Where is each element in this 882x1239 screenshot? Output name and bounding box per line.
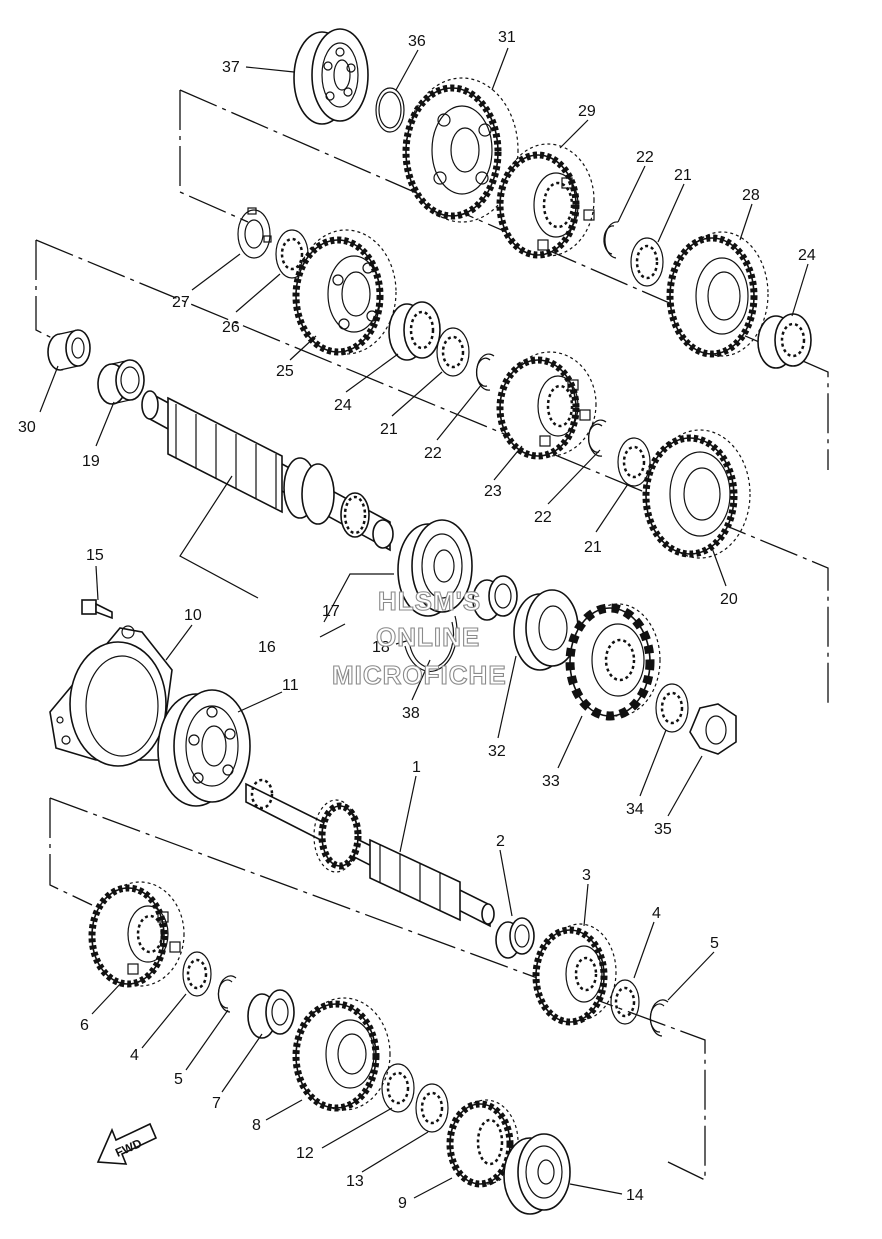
part-32-seal: [513, 589, 579, 671]
callout-21: 21: [380, 421, 398, 438]
group-frames: [35, 89, 829, 1182]
callout-4: 4: [130, 1047, 139, 1064]
part-24-bearing-left: [388, 301, 441, 361]
callout-38: 38: [402, 705, 420, 722]
part-20-gear: [642, 429, 751, 559]
part-8-gear: [292, 997, 391, 1112]
callout-7: 7: [212, 1095, 221, 1112]
part-28-gear: [666, 231, 769, 358]
callout-16: 16: [258, 639, 276, 656]
watermark-line-1: HLSM'S: [378, 586, 481, 616]
part-1-shaft: [245, 778, 495, 928]
part-4-washer-right: [610, 979, 640, 1025]
part-9-gear: [446, 1099, 519, 1188]
callout-15: 15: [86, 547, 104, 564]
callout-14: 14: [626, 1187, 644, 1204]
part-35-nut: [689, 703, 737, 755]
watermark-line-3: MICROFICHE: [332, 660, 507, 690]
callout-10: 10: [184, 607, 202, 624]
leader-lines: [39, 47, 809, 1199]
callout-22: 22: [636, 149, 654, 166]
part-14-bearing: [503, 1133, 571, 1215]
part-18-collar: [472, 575, 518, 621]
part-21-washer-mid: [436, 327, 470, 377]
part-22-circlip-mid: [475, 353, 495, 391]
callout-32: 32: [488, 743, 506, 760]
part-30-collar: [47, 329, 91, 371]
part-21-washer-top: [630, 237, 664, 287]
callout-22: 22: [534, 509, 552, 526]
part-19-collar: [97, 359, 145, 405]
part-22-circlip-low: [587, 419, 607, 457]
callout-28: 28: [742, 187, 760, 204]
callout-5: 5: [710, 935, 719, 952]
callout-13: 13: [346, 1173, 364, 1190]
callout-21: 21: [584, 539, 602, 556]
part-7-collar: [247, 989, 295, 1039]
part-25-gear: [292, 229, 397, 356]
part-21-washer-low: [617, 437, 651, 487]
callout-17: 17: [322, 603, 340, 620]
part-5-circlip-right: [649, 999, 669, 1037]
part-13-washer: [415, 1083, 449, 1133]
callout-2: 2: [496, 833, 505, 850]
callout-4: 4: [652, 905, 661, 922]
part-24-bearing-right: [757, 313, 812, 369]
callout-19: 19: [82, 453, 100, 470]
callout-34: 34: [626, 801, 644, 818]
callout-18: 18: [372, 639, 390, 656]
callout-21: 21: [674, 167, 692, 184]
callout-37: 37: [222, 59, 240, 76]
part-4-washer-left: [182, 951, 212, 997]
callout-23: 23: [484, 483, 502, 500]
callout-24: 24: [798, 247, 816, 264]
part-34-lockwasher: [655, 683, 689, 733]
callout-5: 5: [174, 1071, 183, 1088]
callout-24: 24: [334, 397, 352, 414]
callout-20: 20: [720, 591, 738, 608]
part-6-gear: [88, 881, 185, 988]
callout-27: 27: [172, 294, 190, 311]
part-29-gear: [496, 143, 595, 259]
part-12-washer: [381, 1063, 415, 1113]
callout-35: 35: [654, 821, 672, 838]
watermark-line-2: ONLINE: [376, 622, 480, 652]
part-31-gear: [402, 77, 519, 223]
callout-33: 33: [542, 773, 560, 790]
callout-3: 3: [582, 867, 591, 884]
part-36-circlip: [375, 87, 405, 133]
callout-12: 12: [296, 1145, 314, 1162]
part-5-circlip-left: [217, 975, 237, 1013]
part-17-bearing: [397, 519, 473, 617]
callout-36: 36: [408, 33, 426, 50]
callout-26: 26: [222, 319, 240, 336]
callout-6: 6: [80, 1017, 89, 1034]
watermark: HLSM'S ONLINE MICROFICHE: [331, 585, 507, 690]
callout-25: 25: [276, 363, 294, 380]
part-23-gear: [496, 351, 597, 460]
part-33-sprocket: [565, 603, 661, 721]
fwd-arrow-icon: FWD: [96, 1122, 158, 1165]
part-11-bearing: [157, 689, 251, 807]
callout-labels: 37 36 31 29 22 21 28 24 27 26 25 24 21 2…: [18, 29, 816, 1212]
callout-8: 8: [252, 1117, 261, 1134]
part-10-cover: [49, 625, 173, 767]
callout-1: 1: [412, 759, 421, 776]
part-22-circlip-top: [603, 221, 619, 259]
part-16-shaft: [141, 390, 394, 552]
part-27-washer: [237, 207, 272, 259]
callout-29: 29: [578, 103, 596, 120]
part-15-bolt: [81, 599, 113, 620]
callout-11: 11: [282, 677, 299, 694]
callout-31: 31: [498, 29, 516, 46]
part-2-collar: [495, 917, 535, 959]
part-38-circlip: [404, 615, 458, 672]
callout-22: 22: [424, 445, 442, 462]
part-3-gear: [532, 923, 617, 1026]
callout-9: 9: [398, 1195, 407, 1212]
part-37-bearing: [293, 28, 369, 125]
callout-30: 30: [18, 419, 36, 436]
